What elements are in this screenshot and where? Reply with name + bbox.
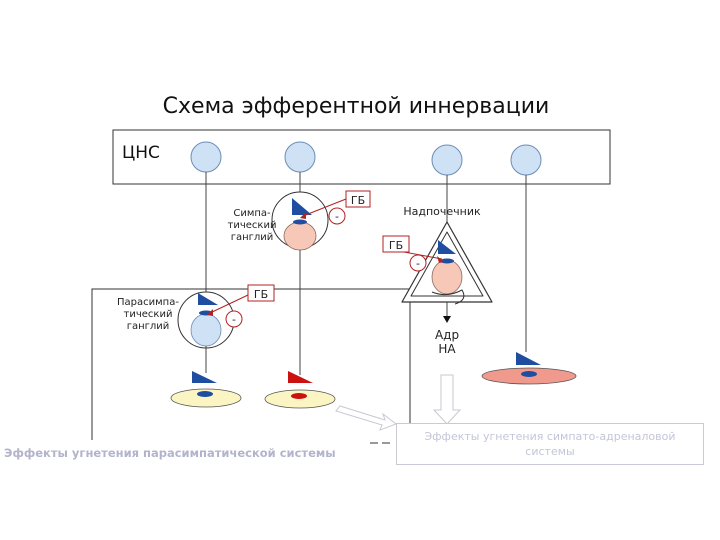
parasymp-effector-organ bbox=[170, 388, 242, 408]
gb-label-symp: ГБ bbox=[351, 194, 365, 207]
symp-ganglion-label-3: ганглий bbox=[231, 232, 274, 243]
gb-block-marker-adrenal bbox=[437, 256, 444, 263]
parasymp-ganglion-synapse-terminal bbox=[198, 293, 218, 305]
gb-pointer-symp bbox=[302, 198, 347, 217]
gb-label-adrenal: ГБ bbox=[389, 239, 403, 252]
symp-ganglion-synapse-terminal bbox=[292, 198, 312, 215]
symp-ganglion-label-1: Симпа- bbox=[233, 208, 271, 219]
adr-label: Адр bbox=[435, 328, 459, 342]
minus-sign-parasymp: - bbox=[232, 313, 236, 326]
cns-neuron-adrenal bbox=[431, 144, 463, 176]
symp-ganglion-cell bbox=[283, 221, 317, 251]
direct-effector-receptor bbox=[521, 371, 537, 377]
direct-effector-terminal bbox=[516, 352, 541, 365]
arrow-adrenal-to-effects bbox=[432, 374, 462, 425]
adrenal-synapse-terminal bbox=[438, 240, 456, 254]
minus-circle-adrenal bbox=[409, 254, 427, 272]
parasymp-effector-receptor bbox=[197, 391, 213, 397]
cns-neuron-direct bbox=[510, 144, 542, 176]
gb-pointer-adrenal bbox=[403, 251, 443, 260]
symp-effects-text: Эффекты угнетения симпато-адреналовой си… bbox=[424, 430, 676, 458]
cns-label: ЦНС bbox=[122, 143, 160, 163]
minus-circle-symp bbox=[328, 207, 346, 225]
symp-effects-box: Эффекты угнетения симпато-адреналовой си… bbox=[396, 423, 704, 465]
arrow-symp-to-effects bbox=[335, 405, 398, 431]
diagram-title: Схема эфферентной иннервации bbox=[163, 94, 550, 119]
adrenal-label: Надпочечник bbox=[403, 205, 481, 218]
symp-ganglion-label-2: тический bbox=[228, 220, 277, 231]
gb-block-marker-symp bbox=[300, 212, 306, 219]
parasymp-ganglion-label-2: тический bbox=[124, 309, 173, 320]
symp-effector-receptor bbox=[291, 393, 307, 399]
gb-label-parasymp: ГБ bbox=[254, 288, 268, 301]
parasymp-ganglion-cell bbox=[190, 313, 222, 347]
parasymp-ganglion-label-3: ганглий bbox=[127, 321, 170, 332]
gb-block-marker-parasymp bbox=[207, 309, 213, 316]
gb-box-parasymp bbox=[247, 284, 275, 302]
symp-effector-terminal bbox=[288, 371, 313, 383]
adrenal-vessel-loop bbox=[431, 289, 465, 305]
minus-sign-symp: - bbox=[335, 210, 339, 223]
parasymp-ganglion-label-1: Парасимпа- bbox=[117, 297, 179, 308]
symp-effector-organ bbox=[264, 389, 336, 409]
cns-neuron-parasymp bbox=[190, 141, 222, 173]
adrenal-output-arrowhead bbox=[443, 316, 451, 323]
adrenal-receptor bbox=[440, 258, 454, 264]
parasymp-effects-text: Эффекты угнетения парасимпатической сист… bbox=[4, 446, 336, 460]
minus-sign-adrenal: - bbox=[416, 257, 420, 270]
parasymp-effector-terminal bbox=[192, 371, 217, 383]
minus-circle-parasymp bbox=[225, 310, 243, 328]
adrenal-chromaffin-cell bbox=[431, 259, 463, 295]
gb-box-adrenal bbox=[382, 235, 410, 253]
symp-ganglion-receptor bbox=[293, 219, 307, 225]
na-label: НА bbox=[438, 342, 456, 356]
cns-neuron-symp bbox=[284, 141, 316, 173]
gb-pointer-parasymp bbox=[209, 294, 249, 314]
